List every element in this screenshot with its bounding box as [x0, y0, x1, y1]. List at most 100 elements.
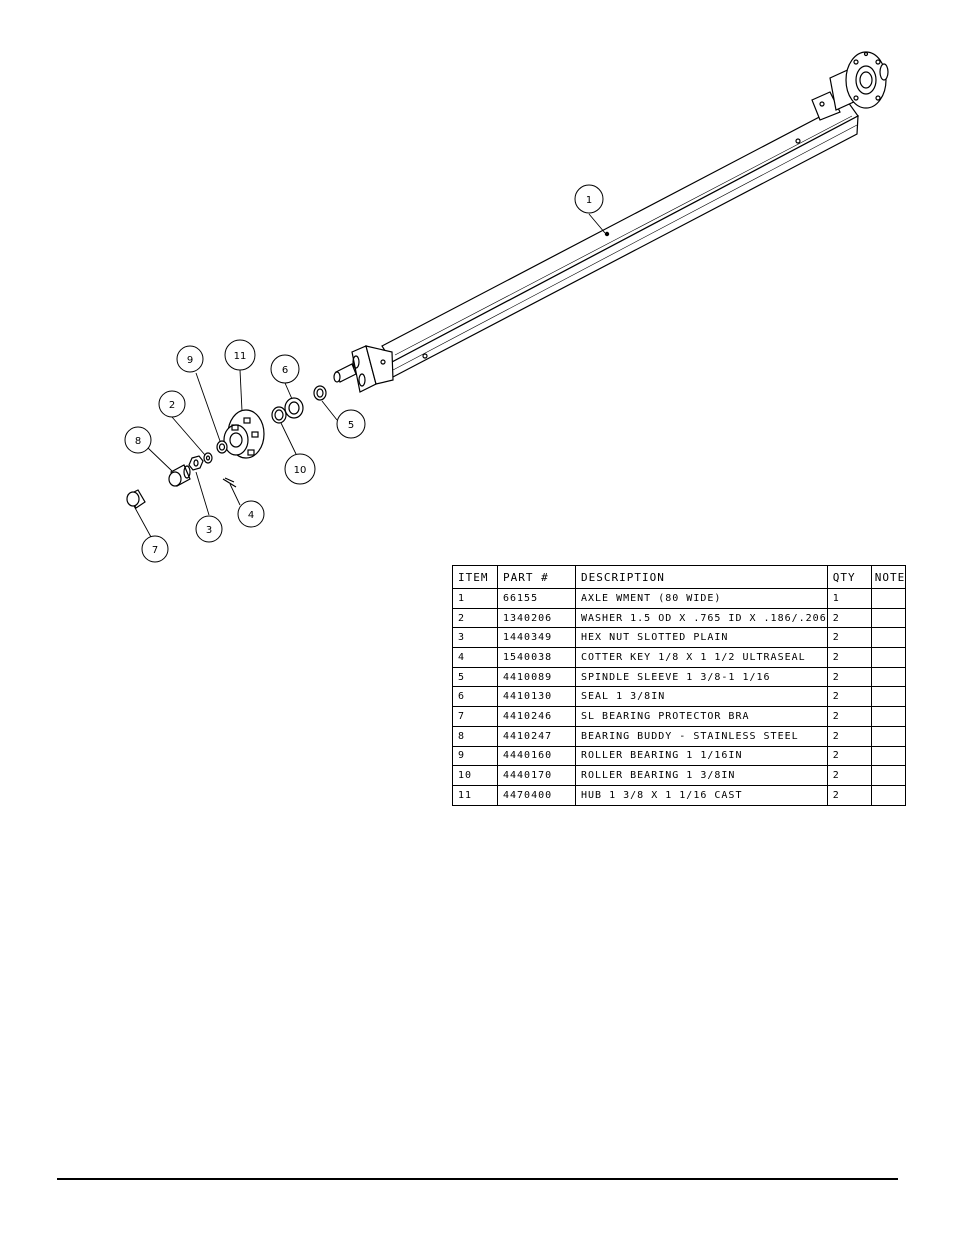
cell-note [870, 765, 907, 786]
hex-nut-part [188, 455, 204, 471]
cell-part: 4440160 [497, 745, 576, 767]
cell-part: 4410089 [497, 666, 576, 688]
roller-bearing-small-part [216, 440, 228, 454]
cell-item: 5 [452, 666, 498, 688]
cell-note [870, 745, 907, 767]
cell-item: 3 [452, 627, 498, 649]
callout-1 [574, 184, 604, 214]
cell-part: 4410247 [497, 725, 576, 747]
cell-part: 4470400 [497, 784, 576, 806]
cell-note [870, 647, 907, 668]
cell-item: 2 [452, 607, 498, 629]
callout-label-5: 5 [348, 420, 354, 431]
callout-10 [284, 453, 316, 485]
callout-label-10: 10 [294, 465, 307, 476]
cell-qty: 2 [826, 765, 872, 786]
cotter-key-part [222, 477, 237, 488]
cell-description: AXLE WMENT (80 WIDE) [575, 588, 828, 609]
cell-description: SL BEARING PROTECTOR BRA [575, 706, 828, 727]
callout-4 [237, 500, 265, 528]
cell-qty: 2 [826, 784, 872, 806]
callout-label-4: 4 [248, 510, 254, 521]
cell-description: SEAL 1 3/8IN [575, 686, 828, 708]
cell-description: BEARING BUDDY - STAINLESS STEEL [575, 725, 828, 747]
callout-6 [270, 354, 300, 384]
cell-description: WASHER 1.5 OD X .765 ID X .186/.206 [575, 607, 828, 629]
axle-tube [381, 101, 859, 380]
cell-note [870, 706, 907, 727]
cell-qty: 1 [826, 588, 872, 609]
callout-label-1: 1 [586, 195, 592, 206]
callout-7 [141, 535, 169, 563]
callout-label-9: 9 [187, 355, 193, 366]
header-qty: QTY [826, 565, 872, 589]
callout-5 [336, 409, 366, 439]
cell-item: 7 [452, 706, 498, 727]
roller-bearing-large-part [271, 406, 287, 424]
cell-description: ROLLER BEARING 1 3/8IN [575, 765, 828, 786]
callout-label-7: 7 [152, 545, 158, 556]
cell-item: 8 [452, 725, 498, 747]
cell-qty: 2 [826, 706, 872, 727]
washer-part [203, 452, 213, 464]
callout-label-8: 8 [135, 436, 141, 447]
callout-9 [176, 345, 204, 373]
cell-part: 1340206 [497, 607, 576, 629]
header-note: NOTE [870, 565, 907, 589]
right-hub-assembly [811, 51, 889, 121]
cell-part: 4410246 [497, 706, 576, 727]
footer-rule [57, 1178, 898, 1180]
parts-table-header: ITEM PART # DESCRIPTION QTY NOTE [452, 565, 907, 589]
cell-qty: 2 [826, 627, 872, 649]
cell-item: 10 [452, 765, 498, 786]
cell-item: 9 [452, 745, 498, 767]
callout-label-3: 3 [206, 525, 212, 536]
cell-part: 4410130 [497, 686, 576, 708]
cell-note [870, 607, 907, 629]
callout-label-6: 6 [282, 365, 288, 376]
cell-note [870, 686, 907, 708]
bearing-protector-part [126, 489, 146, 509]
callout-11 [224, 339, 256, 371]
cell-qty: 2 [826, 725, 872, 747]
cell-part: 4440170 [497, 765, 576, 786]
callout-3 [195, 515, 223, 543]
cell-note [870, 725, 907, 747]
callout-label-2: 2 [169, 400, 175, 411]
cell-qty: 2 [826, 647, 872, 668]
leader-lines [133, 213, 606, 538]
cell-qty: 2 [826, 607, 872, 629]
cell-qty: 2 [826, 686, 872, 708]
cell-part: 1440349 [497, 627, 576, 649]
cell-qty: 2 [826, 745, 872, 767]
cell-item: 4 [452, 647, 498, 668]
callout-2 [158, 390, 186, 418]
spindle-sleeve-part [313, 385, 327, 401]
left-spindle [333, 345, 394, 393]
callout-label-11: 11 [234, 351, 247, 362]
cell-description: HEX NUT SLOTTED PLAIN [575, 627, 828, 649]
seal-part [284, 397, 304, 419]
cell-part: 66155 [497, 588, 576, 609]
cell-description: ROLLER BEARING 1 1/16IN [575, 745, 828, 767]
cell-note [870, 627, 907, 649]
cell-item: 1 [452, 588, 498, 609]
cell-part: 1540038 [497, 647, 576, 668]
exploded-axle-drawing: 1 2 3 4 5 6 7 8 9 10 11 [124, 51, 889, 563]
header-part-number: PART # [497, 565, 576, 589]
cell-item: 6 [452, 686, 498, 708]
cell-note [870, 784, 907, 806]
cell-note [870, 588, 907, 609]
